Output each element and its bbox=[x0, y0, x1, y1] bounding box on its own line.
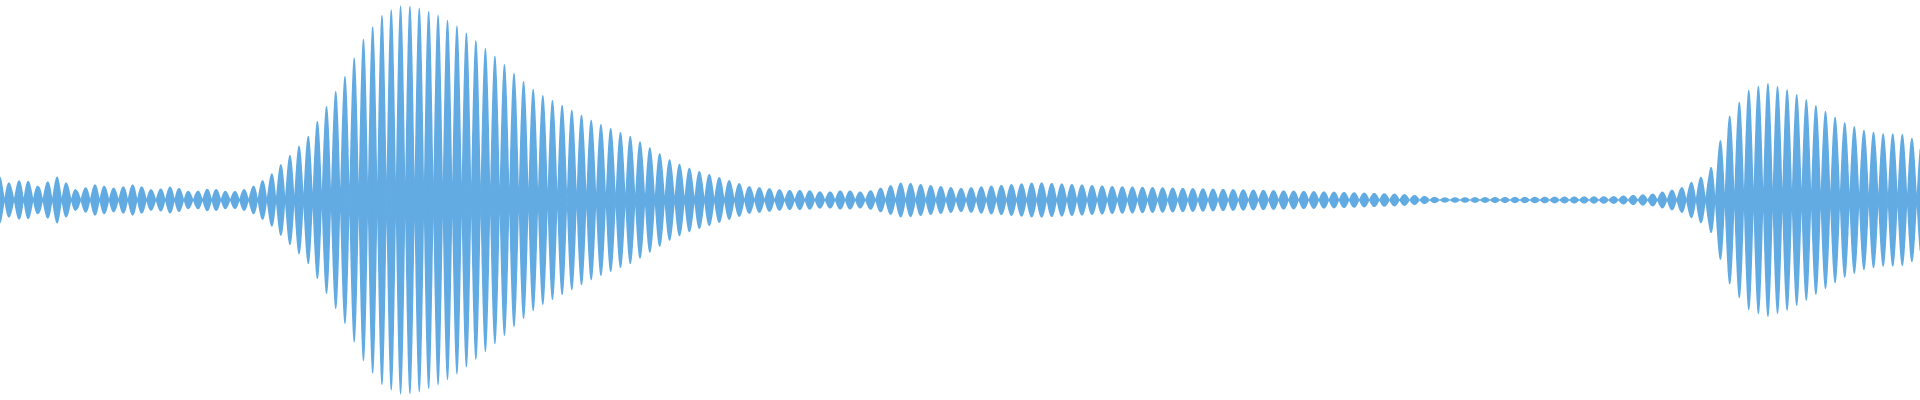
waveform-shape bbox=[0, 5, 1920, 395]
